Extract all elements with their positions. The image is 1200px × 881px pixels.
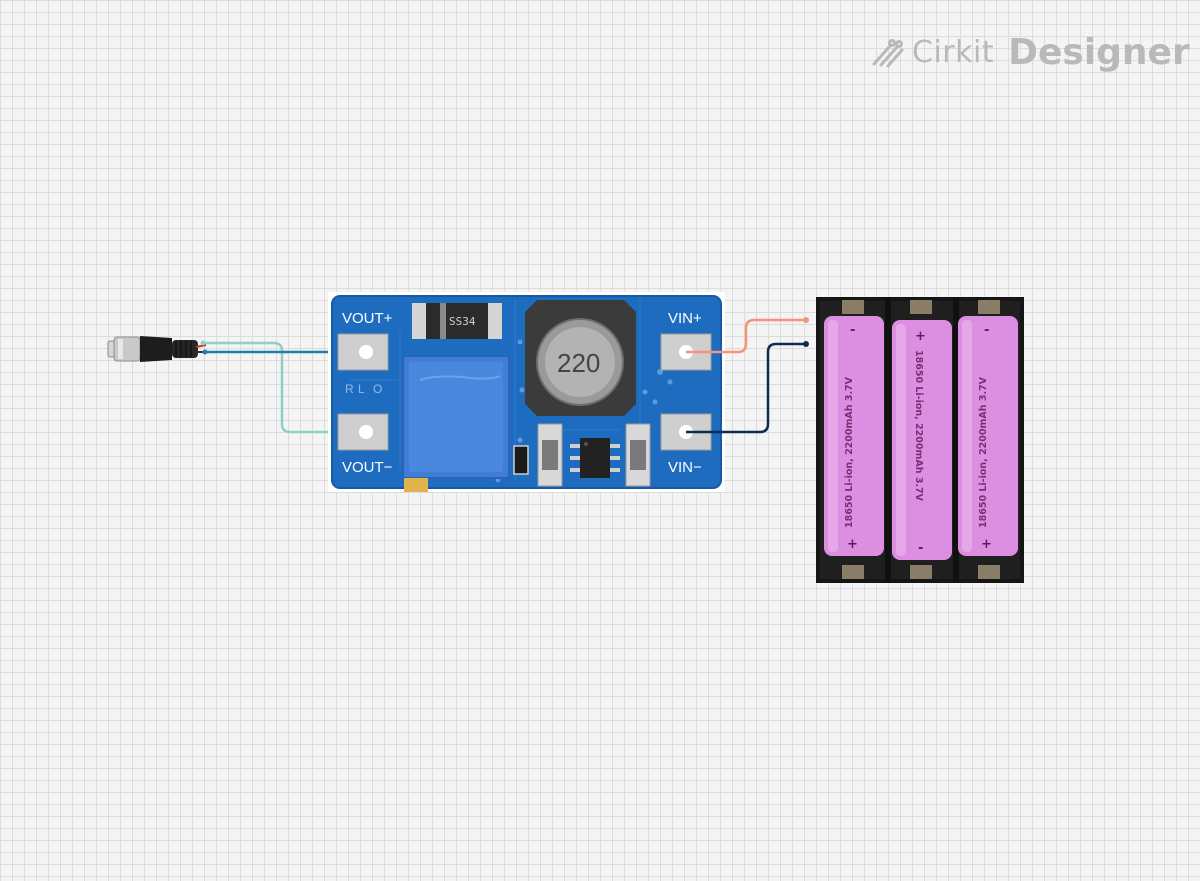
- cell-1-bottom-sign: +: [847, 537, 858, 552]
- wire-vin-plus-to-battery[interactable]: [686, 317, 809, 354]
- battery-cell-3: - + 18650 Li-ion, 2200mAh 3.7V: [958, 316, 1018, 556]
- cell-1-label: 18650 Li-ion, 2200mAh 3.7V: [844, 376, 855, 528]
- pin-label-vout-minus: VOUT−: [342, 459, 393, 476]
- battery-cell-1: - + 18650 Li-ion, 2200mAh 3.7V: [824, 316, 884, 556]
- diode-marking: SS34: [449, 315, 476, 328]
- cell-3-label: 18650 Li-ion, 2200mAh 3.7V: [978, 376, 989, 528]
- wire-vin-minus-to-battery[interactable]: [686, 341, 809, 434]
- dc-barrel-jack[interactable]: [107, 336, 207, 362]
- boost-ic-chip: [570, 438, 620, 478]
- pin-label-vout-plus: VOUT+: [342, 310, 393, 327]
- inductor-marking: 220: [557, 348, 600, 378]
- cell-2-bottom-sign: -: [918, 541, 923, 556]
- smd-resistor: [513, 445, 529, 475]
- brand-name: Cirkit: [912, 34, 995, 70]
- brand-product: Designer: [1008, 31, 1190, 73]
- cell-3-bottom-sign: +: [981, 537, 992, 552]
- wire-jack-to-vout-minus[interactable]: [200, 340, 367, 434]
- cell-3-top-sign: -: [984, 323, 989, 338]
- potentiometer-trimmer[interactable]: [402, 355, 510, 492]
- cell-2-label: 18650 Li-ion, 2200mAh 3.7V: [913, 350, 924, 502]
- brand-logo: Cirkit Designer: [870, 30, 1190, 74]
- smd-capacitor-left: [537, 423, 563, 487]
- schottky-diode: SS34: [412, 303, 502, 339]
- smd-capacitor-right: [625, 423, 651, 487]
- svg-text:O: O: [373, 382, 382, 396]
- battery-cell-2: + - 18650 Li-ion, 2200mAh 3.7V: [892, 320, 952, 560]
- svg-text:R: R: [345, 382, 354, 396]
- cirkit-logo-icon: [872, 39, 904, 68]
- svg-text:L: L: [358, 382, 365, 396]
- cell-1-top-sign: -: [850, 323, 855, 338]
- pin-label-vin-minus: VIN−: [668, 459, 702, 476]
- pin-label-vin-plus: VIN+: [668, 310, 702, 327]
- battery-holder-3x18650[interactable]: - + 18650 Li-ion, 2200mAh 3.7V + - 18650…: [816, 297, 1024, 583]
- cell-2-top-sign: +: [915, 329, 926, 344]
- power-inductor: 220: [525, 300, 636, 416]
